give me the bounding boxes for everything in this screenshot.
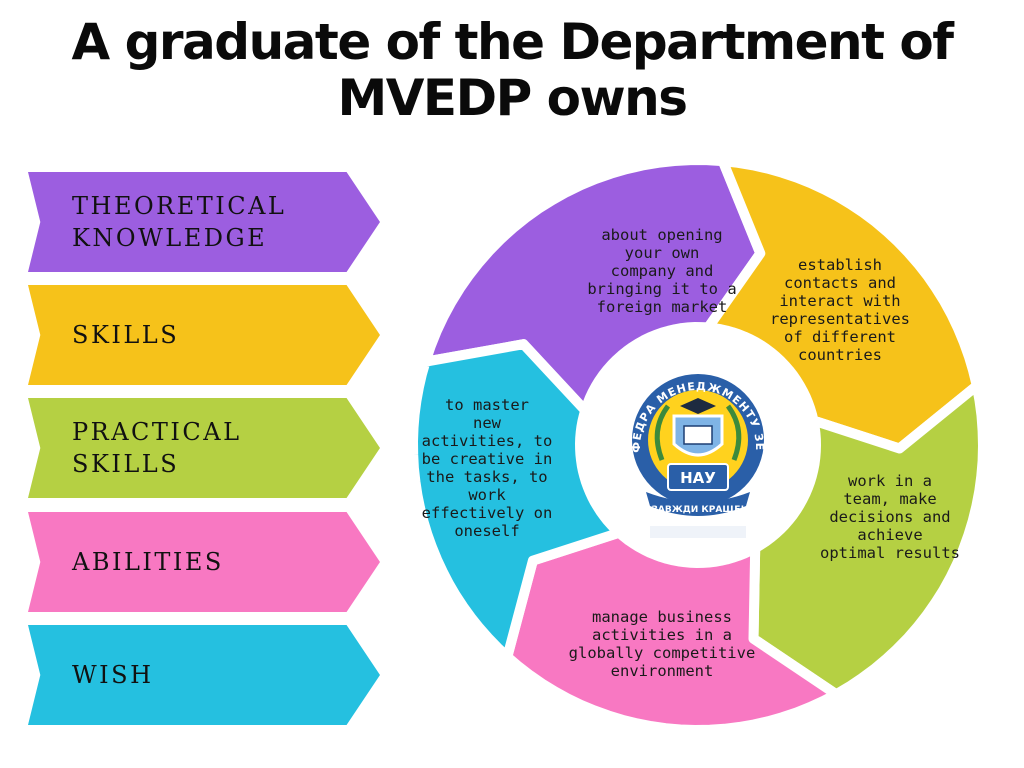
cycle-segment-label-line: contacts and [784,274,896,292]
category-label-line: THEORETICAL [72,192,287,220]
cycle-segment-label-line: your own [625,244,700,262]
category-chevron-practical-skills: PRACTICAL SKILLS [28,398,380,498]
cycle-segments [408,155,988,735]
category-label-abilities: ABILITIES [72,512,340,612]
cycle-segment-label-line: activities, to [422,432,553,450]
category-label-line: ABILITIES [72,548,224,576]
cycle-segment-label-line: about opening [601,226,722,244]
cycle-segment-label-line: countries [798,346,882,364]
cycle-segment-label-line: be creative in [422,450,553,468]
category-label-wish: WISH [72,625,340,725]
cycle-segment-label-line: to master [445,396,529,414]
category-chevron-wish: WISH [28,625,380,725]
emblem-laurel-left [654,404,671,461]
emblem-ribbon-text: ЗАВЖДИ КРАЩЕ! [651,505,744,515]
category-label-line: SKILLS [72,450,180,478]
cycle-segment-label-line: interact with [779,292,900,310]
cycle-segment-label-line: foreign market [597,298,728,316]
cycle-segment-label-line: establish [798,256,882,274]
cycle-segment-label-line: oneself [454,522,519,540]
cycle-segment-label-line: representatives [770,310,910,328]
cycle-segment-label-line: work [468,486,506,504]
cycle-segment-master-activities [408,339,624,662]
cycle-segment-label-line: effectively on [422,504,553,522]
cycle-segment-label-line: company and [611,262,714,280]
cycle-segment-label-line: bringing it to a [587,280,736,298]
category-label-skills: SKILLS [72,285,340,385]
cycle-segment-label-line: team, make [843,490,936,508]
category-label-line: KNOWLEDGE [72,224,268,252]
cycle-segment-label-line: manage business [592,608,732,626]
cycle-segment-label-line: decisions and [829,508,950,526]
cycle-segment-label-line: optimal results [820,544,960,562]
category-label-line: SKILLS [72,321,180,349]
emblem-ribbon [646,492,750,516]
category-label-line: WISH [72,661,154,689]
category-label-line: PRACTICAL [72,418,242,446]
emblem-banner [667,463,729,491]
emblem-banner-text: НАУ [680,469,716,487]
cycle-segment-label-line: work in a [848,472,932,490]
category-label-theoretical-knowledge: THEORETICAL KNOWLEDGE [72,172,340,272]
cycle-segment-label-line: globally competitive [569,644,756,662]
page-title: A graduate of the Department of MVEDP ow… [0,14,1024,126]
cycle-segment-label-line: new [473,414,502,432]
category-chevron-skills: SKILLS [28,285,380,385]
title-line-1: A graduate of the Department of [71,13,955,71]
cycle-segment-label-line: of different [784,328,896,346]
emblem-reflection [650,526,746,538]
cycle-segment-label-line: activities in a [592,626,732,644]
cycle-segment-label-line: achieve [857,526,922,544]
emblem-laurel-right [725,404,742,461]
category-chevron-theoretical-knowledge: THEORETICAL KNOWLEDGE [28,172,380,272]
cycle-segment-label-line: environment [611,662,714,680]
graduation-cap-icon [680,398,716,414]
cycle-segment-label-line: the tasks, to [426,468,547,486]
book-icon [683,425,713,445]
category-chevron-abilities: ABILITIES [28,512,380,612]
title-line-2: MVEDP owns [337,69,688,127]
category-label-practical-skills: PRACTICAL SKILLS [72,398,340,498]
